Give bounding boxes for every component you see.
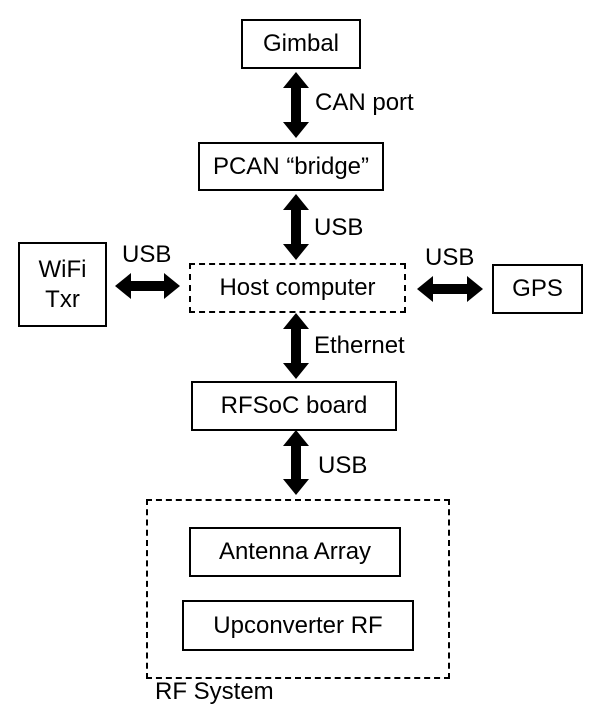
edge-label-rfsoc-rfsystem: USB [318,452,368,479]
group-rf-system-label: RF System [155,678,274,705]
group-rf-system [146,499,450,679]
arrow-host-gps [417,276,483,302]
arrow-pcan-host [283,194,309,260]
node-pcan-bridge-label: PCAN “bridge” [212,152,370,180]
node-wifi-txr: WiFi Txr [18,242,107,327]
arrow-wifi-host [115,273,180,299]
node-gps-label: GPS [512,275,563,302]
node-host-computer-label: Host computer [219,274,376,301]
arrow-gimbal-pcan [283,72,309,138]
node-upconverter-rf-label: Upconverter RF [213,611,383,639]
node-gimbal: Gimbal [241,19,361,69]
arrow-rfsoc-rfsystem [283,430,309,495]
edge-label-wifi-host: USB [122,241,172,268]
edge-label-host-gps: USB [425,244,475,271]
node-rfsoc-board-label: RFSoC board [220,392,368,419]
node-wifi-txr-line2: Txr [45,285,80,313]
node-host-computer: Host computer [189,263,406,313]
arrow-host-rfsoc [283,313,309,379]
node-antenna-array-label: Antenna Array [218,538,372,565]
node-gps: GPS [492,264,583,314]
node-pcan-bridge: PCAN “bridge” [198,142,384,191]
node-wifi-txr-line1: WiFi [38,255,87,283]
edge-label-can-port: CAN port [315,89,414,116]
edge-label-pcan-host: USB [314,214,364,241]
node-upconverter-rf: Upconverter RF [182,600,414,651]
node-antenna-array: Antenna Array [189,527,401,577]
node-gimbal-label: Gimbal [262,30,340,57]
node-rfsoc-board: RFSoC board [191,381,397,431]
edge-label-ethernet: Ethernet [314,332,405,359]
